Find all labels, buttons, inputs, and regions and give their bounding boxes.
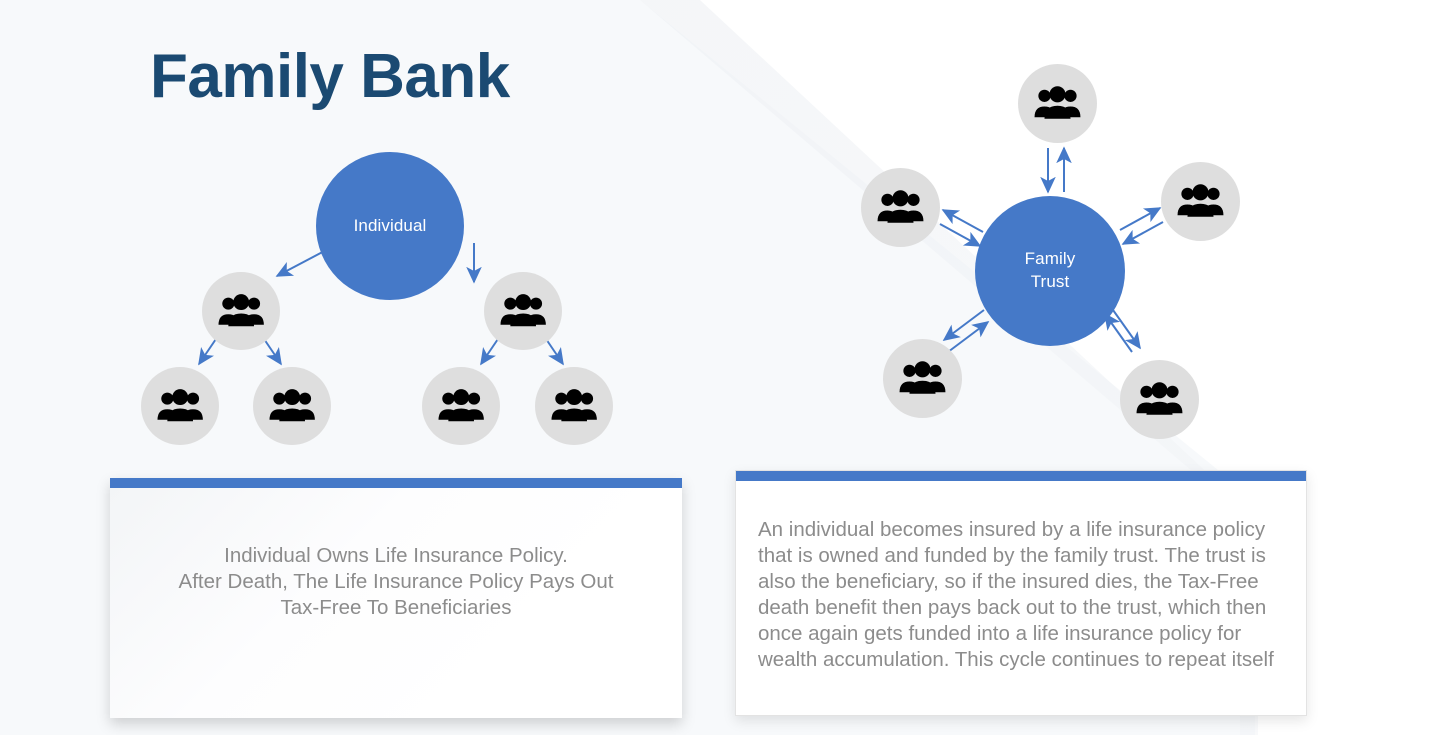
node-beneficiary-group-2a[interactable]	[422, 367, 500, 445]
people-group-icon	[438, 388, 484, 422]
people-group-icon	[1177, 184, 1224, 217]
people-group-icon	[877, 190, 924, 223]
individual-policy-summary-card: Individual Owns Life Insurance Policy. A…	[110, 478, 682, 718]
people-group-icon	[551, 388, 597, 422]
node-beneficiary-group-1a[interactable]	[141, 367, 219, 445]
node-beneficiary-group-1b[interactable]	[253, 367, 331, 445]
node-family-trust[interactable]: Family Trust	[975, 196, 1125, 346]
node-trust-member-lower-left[interactable]	[883, 339, 962, 418]
node-trust-member-upper-right[interactable]	[1161, 162, 1240, 241]
people-group-icon	[500, 293, 546, 327]
node-individual-label: Individual	[353, 215, 427, 235]
node-beneficiary-group-2b[interactable]	[535, 367, 613, 445]
card-accent-bar-right	[736, 471, 1306, 481]
card-body-right: An individual becomes insured by a life …	[736, 481, 1306, 715]
node-family-trust-label-line2: Trust	[1030, 272, 1070, 291]
node-family-trust-label-line1: Family	[1024, 249, 1076, 269]
people-group-icon	[157, 388, 203, 422]
people-group-icon	[218, 293, 264, 327]
node-family-trust-label: Family Trust	[1025, 248, 1076, 294]
card-body-left: Individual Owns Life Insurance Policy. A…	[110, 488, 682, 718]
people-group-icon	[1034, 86, 1081, 119]
card-right-text: An individual becomes insured by a life …	[758, 518, 1274, 671]
people-group-icon	[269, 388, 315, 422]
node-beneficiary-group-1[interactable]	[202, 272, 280, 350]
node-individual[interactable]: Individual	[316, 152, 464, 300]
node-beneficiary-group-2[interactable]	[484, 272, 562, 350]
people-group-icon	[1136, 382, 1183, 415]
page-title: Family Bank	[150, 42, 510, 111]
card-left-text: Individual Owns Life Insurance Policy. A…	[178, 544, 614, 620]
card-accent-bar-left	[110, 478, 682, 488]
people-group-icon	[899, 361, 946, 394]
family-trust-summary-card: An individual becomes insured by a life …	[735, 470, 1307, 716]
node-trust-member-lower-right[interactable]	[1120, 360, 1199, 439]
node-trust-member-upper-left[interactable]	[861, 168, 940, 247]
node-trust-member-top[interactable]	[1018, 64, 1097, 143]
